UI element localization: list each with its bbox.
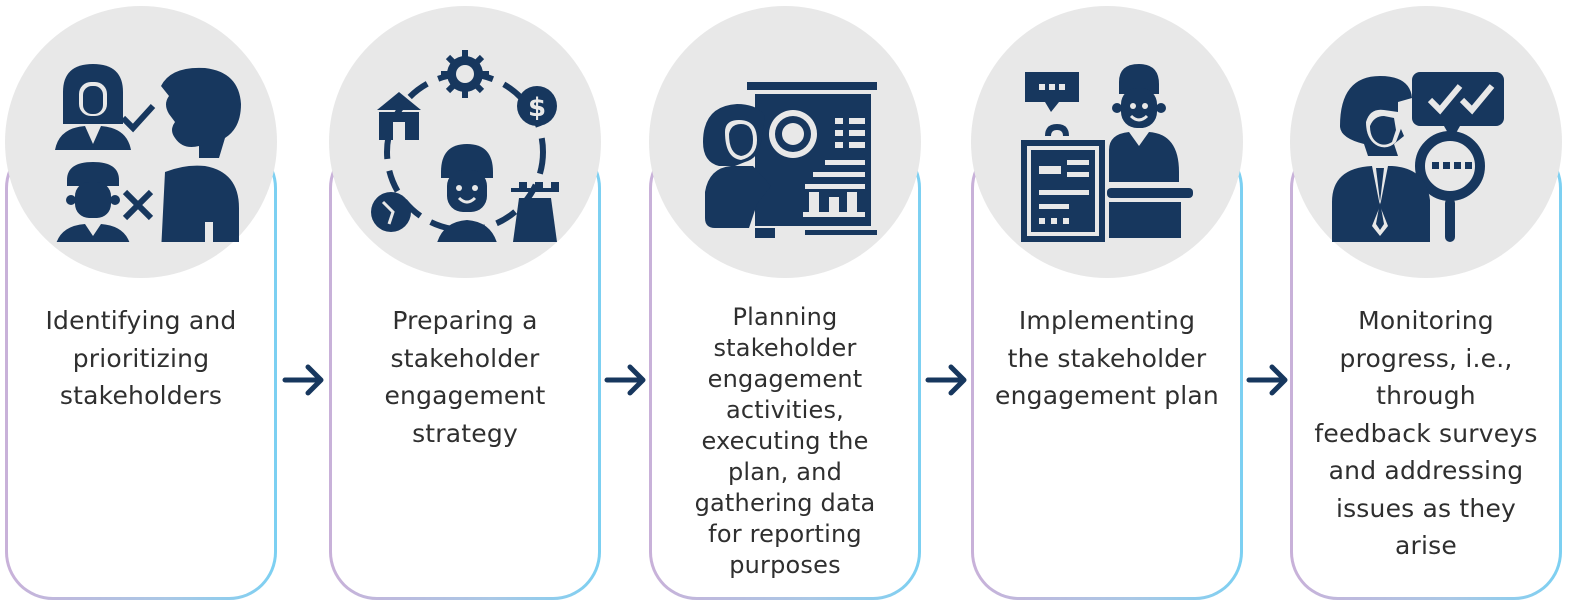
svg-text:$: $: [528, 93, 546, 123]
identify-stakeholders-icon: [55, 64, 241, 242]
monitoring-feedback-icon: [1332, 72, 1504, 242]
step-label-3: Planning stakeholder engagement activiti…: [694, 303, 876, 579]
arrow-right-icon: [282, 364, 324, 396]
step-icon-circle-5: [1290, 6, 1562, 278]
step-label-5: Monitoring progress, i.e., through feedb…: [1314, 306, 1538, 560]
strategy-icon: $: [371, 50, 559, 242]
step-arrow-2: [604, 360, 648, 400]
arrow-right-icon: [925, 364, 967, 396]
step-icon-circle-2: $: [329, 6, 601, 278]
step-icon-circle-1: [5, 6, 277, 278]
implementation-desk-icon: [1021, 64, 1193, 242]
arrow-right-icon: [1246, 364, 1288, 396]
step-arrow-4: [1246, 360, 1290, 400]
step-label-4: Implementing the stakeholder engagement …: [995, 306, 1219, 410]
step-label-1: Identifying and prioritizing stakeholder…: [45, 306, 237, 410]
step-icon-circle-3: [649, 6, 921, 278]
presentation-planning-icon: [703, 82, 877, 238]
step-arrow-1: [282, 360, 326, 400]
arrow-right-icon: [604, 364, 646, 396]
step-icon-circle-4: [971, 6, 1243, 278]
step-arrow-3: [925, 360, 969, 400]
step-label-2: Preparing a stakeholder engagement strat…: [384, 306, 546, 448]
